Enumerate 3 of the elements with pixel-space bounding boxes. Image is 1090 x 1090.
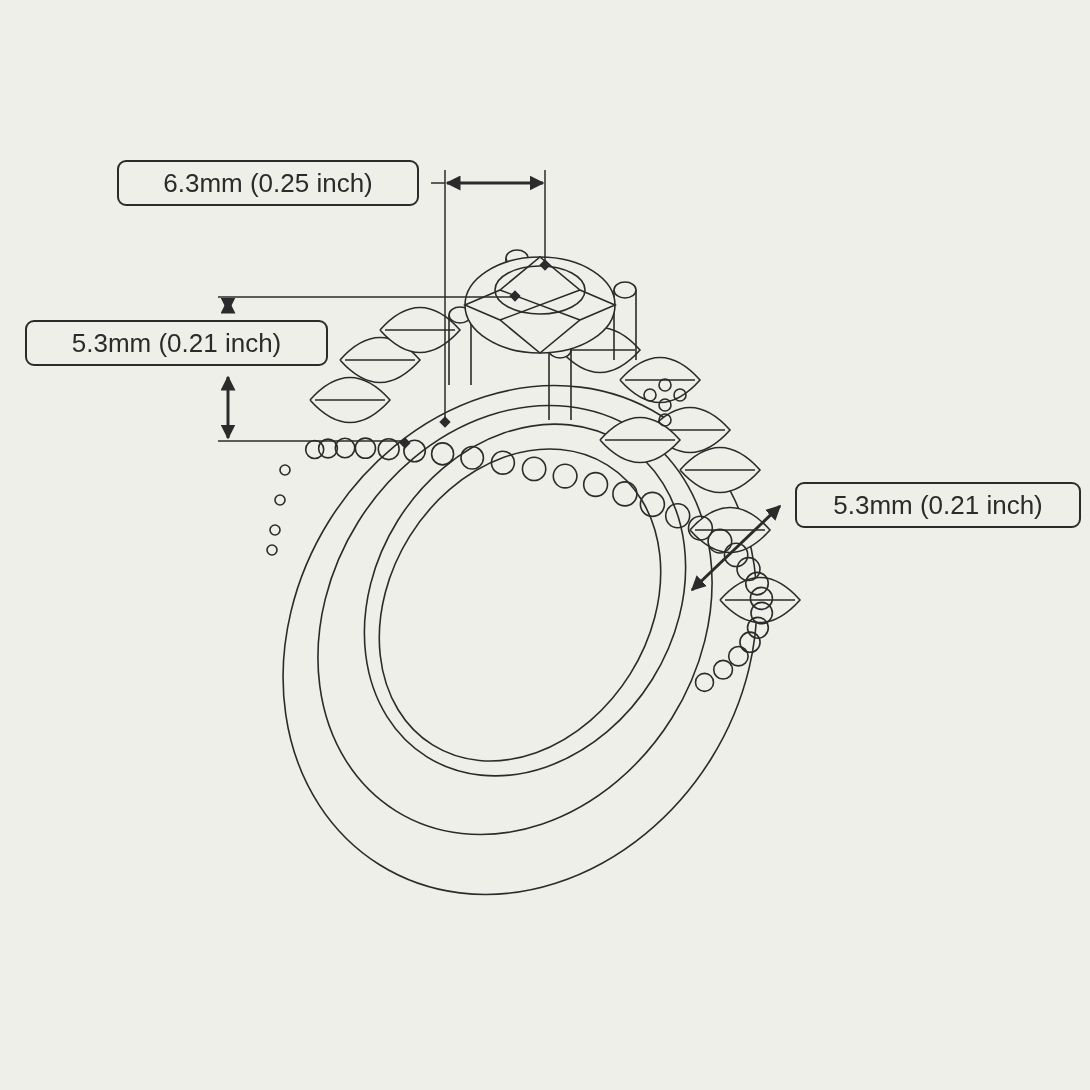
dimension-label: 6.3mm (0.25 inch) bbox=[117, 160, 419, 206]
dimension-label: 5.3mm (0.21 inch) bbox=[25, 320, 328, 366]
dimension-label: 5.3mm (0.21 inch) bbox=[795, 482, 1081, 528]
